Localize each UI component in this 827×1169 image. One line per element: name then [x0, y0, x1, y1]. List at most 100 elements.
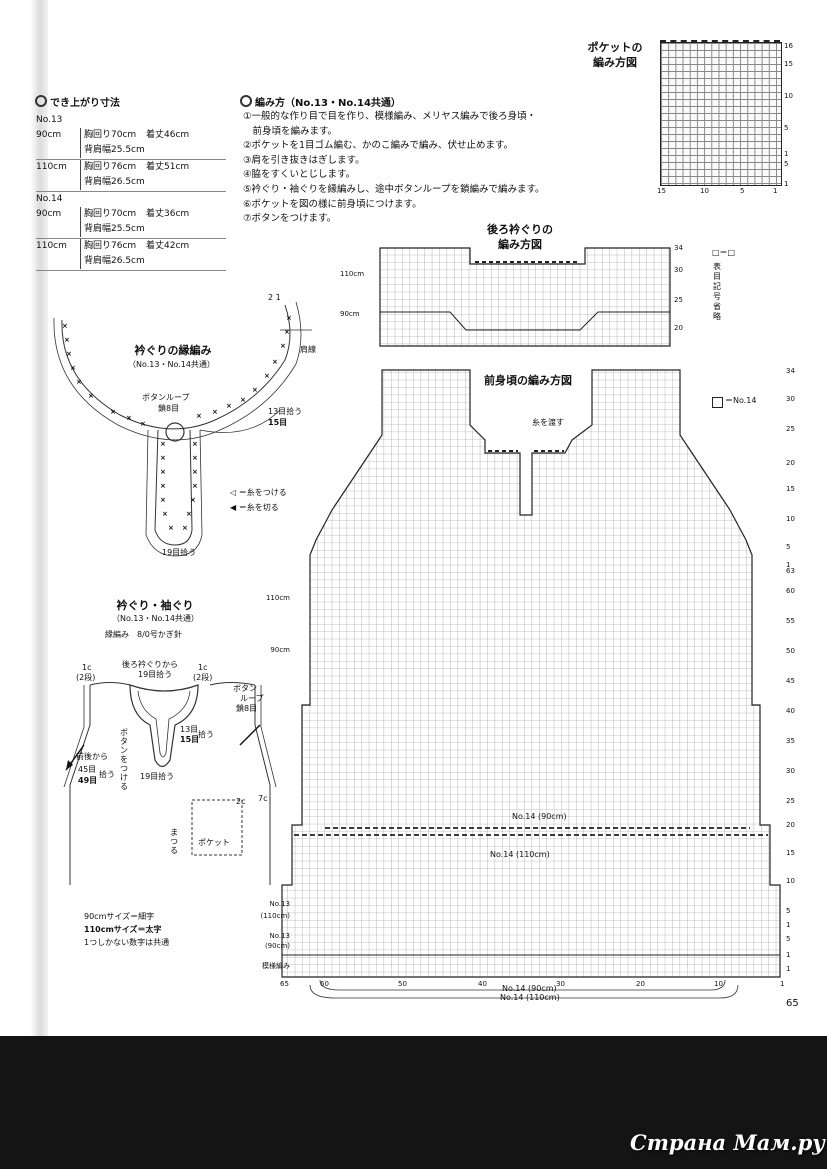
stitch-x-mark: ×	[160, 454, 166, 462]
front-row-label: 1	[786, 965, 791, 973]
front-left-label: 110cm	[265, 594, 290, 602]
stitch-x-mark: ×	[110, 408, 116, 416]
placket-left	[154, 429, 193, 546]
front-chart-title: 前身頃の編み方図	[484, 374, 572, 387]
size-divider	[36, 191, 226, 192]
front-row-label: 55	[786, 617, 795, 625]
front-stitch-label: 50	[398, 980, 407, 988]
front-row-label: 15	[786, 485, 795, 493]
size-length: 着丈46cm	[146, 130, 190, 140]
garment-outline-svg	[63, 682, 277, 885]
page-number: 65	[786, 998, 799, 1009]
collar-pick13: 13目	[180, 725, 199, 734]
legend-symbol: □＝□	[712, 248, 736, 257]
collar-attach-button: ボタンをつける	[120, 728, 128, 791]
front-left-label: (110cm)	[260, 912, 291, 920]
stitch-x-mark: ×	[280, 342, 286, 350]
front-left-label: No.13	[269, 932, 290, 940]
size-row: No.13	[36, 113, 226, 128]
pocket-row-label: 16	[784, 42, 793, 50]
pocket-row-label: 1	[784, 180, 789, 188]
collar-back-pick: 後ろ衿ぐりから	[122, 660, 178, 669]
stitch-x-mark: ×	[190, 496, 196, 504]
front-pick: 拾う	[99, 770, 115, 779]
front-row-label: 5	[786, 907, 791, 915]
front-left-label: 模様編み	[262, 962, 290, 970]
back-neck-row-label: 34	[674, 244, 683, 252]
pocket-row-label: 15	[784, 60, 793, 68]
stitch-x-mark: ×	[168, 524, 174, 532]
front-row-label: 20	[786, 821, 795, 829]
stitch-x-mark: ×	[182, 524, 188, 532]
front-row-label: 1	[786, 921, 791, 929]
bottom-range-no14-110: No.14 (110cm)	[500, 993, 560, 1002]
front-stitch-label: 20	[636, 980, 645, 988]
pocket-label: ポケット	[198, 838, 230, 847]
instruction-step: 前身頃を編みます。	[243, 125, 338, 137]
collar-left-2rows: (2段)	[76, 673, 96, 682]
stitch-x-mark: ×	[264, 372, 270, 380]
size-chest: 胸回り76cm	[80, 239, 136, 254]
front-row-label: 5	[786, 543, 791, 551]
scan-dark-band	[0, 1036, 827, 1169]
size-cm: 90cm	[36, 130, 62, 140]
pocket-stitch-label: 15	[657, 187, 666, 195]
collar-right-2rows: (2段)	[193, 673, 213, 682]
front-row-label: 30	[786, 395, 795, 403]
stitch-x-mark: ×	[160, 468, 166, 476]
stitch-x-mark: ×	[286, 314, 292, 322]
back-neck-row-label: 20	[674, 324, 683, 332]
size-model-label: No.13	[36, 115, 63, 125]
thread-note: 糸を渡す	[532, 418, 564, 427]
back-neck-size-label: 90cm	[340, 310, 360, 318]
front-stitch-label: 10	[714, 980, 723, 988]
legend-vertical-note: 表目記号省略	[713, 262, 721, 321]
size-divider	[36, 159, 226, 160]
stitch-x-mark: ×	[192, 482, 198, 490]
pocket-row-label: 5	[784, 160, 789, 168]
front-row-label: 45	[786, 677, 795, 685]
back-neck-left-labels: 110cm 90cm	[340, 262, 380, 322]
collar-pick19: 19目拾う	[140, 772, 175, 781]
back-neck-shape	[379, 247, 671, 347]
neck-curve	[61, 304, 291, 430]
back-neck-size-label: 110cm	[340, 270, 365, 278]
neck-top-nums: 2 1	[268, 293, 281, 302]
stitch-x-mark: ×	[196, 412, 202, 420]
front-row-label: 20	[786, 459, 795, 467]
size-shoulder: 背肩幅25.5cm	[80, 143, 145, 158]
dash-label-no14-90: No.14 (90cm)	[512, 812, 567, 821]
instruction-step: ⑦ボタンをつけます。	[243, 213, 337, 225]
collar-left-1c: 1c	[82, 663, 92, 672]
front-row-label: 35	[786, 737, 795, 745]
stitch-x-mark: ×	[160, 496, 166, 504]
bullet-ring-icon	[35, 95, 47, 107]
front-row-label: 15	[786, 849, 795, 857]
pocket-top-dash	[660, 40, 780, 42]
front-from: 前後から	[76, 752, 108, 761]
instructions-steps: ①一般的な作り目で目を作り、模様編み、メリヤス編みで後ろ身頃・ 前身頃を編みます…	[243, 110, 545, 227]
front-left-label: 90cm	[270, 646, 290, 654]
collar-arm-subtitle: （No.13・No.14共通）	[112, 614, 199, 623]
instruction-step: ③肩を引き抜きはぎします。	[243, 154, 365, 166]
front-grid-svg	[281, 369, 781, 999]
stitch-x-mark: ×	[284, 328, 290, 336]
stitch-x-mark: ×	[226, 402, 232, 410]
instructions-title: 編み方（No.13・No.14共通）	[240, 95, 401, 111]
stitch-x-mark: ×	[192, 440, 198, 448]
pocket-grid	[660, 42, 782, 186]
size-row: No.14	[36, 192, 226, 207]
instruction-step: ①一般的な作り目で目を作り、模様編み、メリヤス編みで後ろ身頃・	[243, 111, 537, 122]
front-row-label: 34	[786, 367, 795, 375]
size-length: 着丈36cm	[146, 209, 190, 219]
size-length: 着丈51cm	[146, 162, 190, 172]
